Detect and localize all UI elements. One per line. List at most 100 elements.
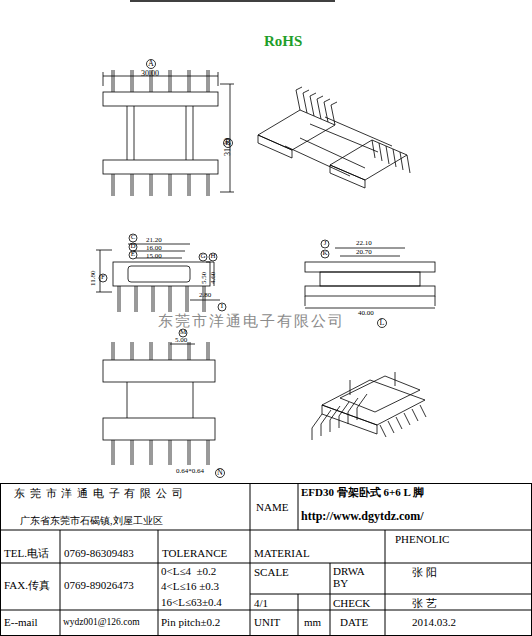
dimension: 22.10 xyxy=(356,240,372,248)
dimension: 16.00 xyxy=(146,245,162,253)
pin-line xyxy=(150,342,151,360)
pin-line xyxy=(169,342,170,360)
table-cell: TOLERANCE xyxy=(162,547,227,559)
table-cell: 4<L≤16 ±0.3 xyxy=(161,580,219,592)
pin-line xyxy=(150,440,151,465)
pin-line xyxy=(152,286,153,312)
pin-line xyxy=(171,286,172,312)
pin-line xyxy=(188,440,189,465)
pin-line xyxy=(152,342,153,360)
pin-line xyxy=(152,174,153,196)
pin-line xyxy=(171,70,172,92)
pin-line xyxy=(112,174,113,196)
dimension: 5.50 xyxy=(201,272,209,284)
pin-line xyxy=(135,286,136,312)
top-view xyxy=(103,60,234,197)
title-block xyxy=(0,483,532,636)
pin-line xyxy=(188,174,189,196)
dimension: 20.70 xyxy=(356,249,372,257)
pin-line xyxy=(303,90,309,93)
table-cell: wydz001@126.com xyxy=(63,617,140,627)
table-cell: DRWA BY xyxy=(333,565,377,589)
pin-line xyxy=(114,342,115,360)
pin-line xyxy=(209,342,210,360)
pin-line xyxy=(393,149,396,167)
table-cell: 张 艺 xyxy=(412,597,437,609)
table-cell: Pin pitch±0.2 xyxy=(161,616,220,628)
callout-letter: B xyxy=(225,139,230,148)
pin-line xyxy=(112,342,113,360)
pin-line xyxy=(372,140,375,158)
pin-line xyxy=(312,428,313,440)
pin-line xyxy=(114,70,115,92)
pin-line xyxy=(188,286,189,312)
pin-line xyxy=(114,174,115,196)
pin-line xyxy=(186,286,187,312)
rohs-title: RoHS xyxy=(264,33,302,50)
pin-line xyxy=(120,286,121,312)
pin-line xyxy=(310,93,316,96)
pin-line xyxy=(207,440,208,465)
callout-letter: L xyxy=(380,319,385,328)
dimension: 5.00 xyxy=(175,337,187,345)
dimension: 30.00 xyxy=(141,70,159,79)
pin-line xyxy=(407,155,410,173)
table-cell: MATERIAL xyxy=(254,547,310,559)
table-cell: CHECK xyxy=(333,597,370,609)
callout-letter: G xyxy=(200,253,205,261)
bottom-view xyxy=(103,329,225,478)
pin-line xyxy=(209,70,210,92)
table-cell: DATE xyxy=(340,616,368,628)
pin-line xyxy=(169,286,170,312)
table-cell: 0<L≤4 ±0.2 xyxy=(161,565,216,577)
dimension: 11.80 xyxy=(90,271,98,287)
table-cell: SCALE xyxy=(254,566,289,578)
callout-letter: I xyxy=(221,303,223,311)
pin-line xyxy=(303,93,307,113)
pin-line xyxy=(133,70,134,92)
pin-line xyxy=(190,70,191,92)
pin-line xyxy=(296,87,302,90)
pin-line xyxy=(190,342,191,360)
pin-line xyxy=(112,70,113,92)
pin-line xyxy=(317,99,321,119)
dimension: 15.00 xyxy=(146,253,162,261)
pin-line xyxy=(131,440,132,465)
pin-line xyxy=(207,342,208,360)
pin-line xyxy=(188,342,189,360)
pin-line xyxy=(388,421,394,433)
pin-line xyxy=(348,398,358,412)
pin-line xyxy=(339,416,340,428)
table-cell: 张 阳 xyxy=(412,566,437,578)
pin-line xyxy=(207,70,208,92)
pin-line xyxy=(331,105,335,125)
pin-line xyxy=(207,174,208,196)
pin-line xyxy=(357,408,358,420)
pin-line xyxy=(386,146,389,164)
pin-line xyxy=(114,440,115,465)
pin-line xyxy=(348,412,349,424)
table-cell: 2014.03.2 xyxy=(412,616,456,628)
table-cell: TEL.电话 xyxy=(4,547,49,559)
pin-line xyxy=(131,174,132,196)
table-cell: http://www.dgytdz.com/ xyxy=(301,510,424,523)
dimension: 0.64*0.64 xyxy=(176,468,204,476)
callout-letter: K xyxy=(322,250,327,258)
pin-line xyxy=(324,102,328,122)
pin-line xyxy=(118,286,119,312)
table-cell: 0769-86309483 xyxy=(64,547,134,559)
dimension: 2.80 xyxy=(199,292,211,300)
pin-line xyxy=(190,440,191,465)
address: 广东省东莞市石碣镇,刘屋工业区 xyxy=(20,515,163,526)
pin-line xyxy=(169,174,170,196)
pin-line xyxy=(400,152,403,170)
dimension: 4.60 xyxy=(210,272,218,284)
dimension: 21.20 xyxy=(146,237,162,245)
pin-line xyxy=(209,174,210,196)
table-cell: FAX.传真 xyxy=(4,579,50,591)
callout-letter: E xyxy=(131,251,135,259)
table-cell: E--mail xyxy=(4,616,38,628)
callout-letter: H xyxy=(210,253,215,261)
table-cell: 16<L≤63±0.4 xyxy=(161,596,222,608)
pin-line xyxy=(131,70,132,92)
